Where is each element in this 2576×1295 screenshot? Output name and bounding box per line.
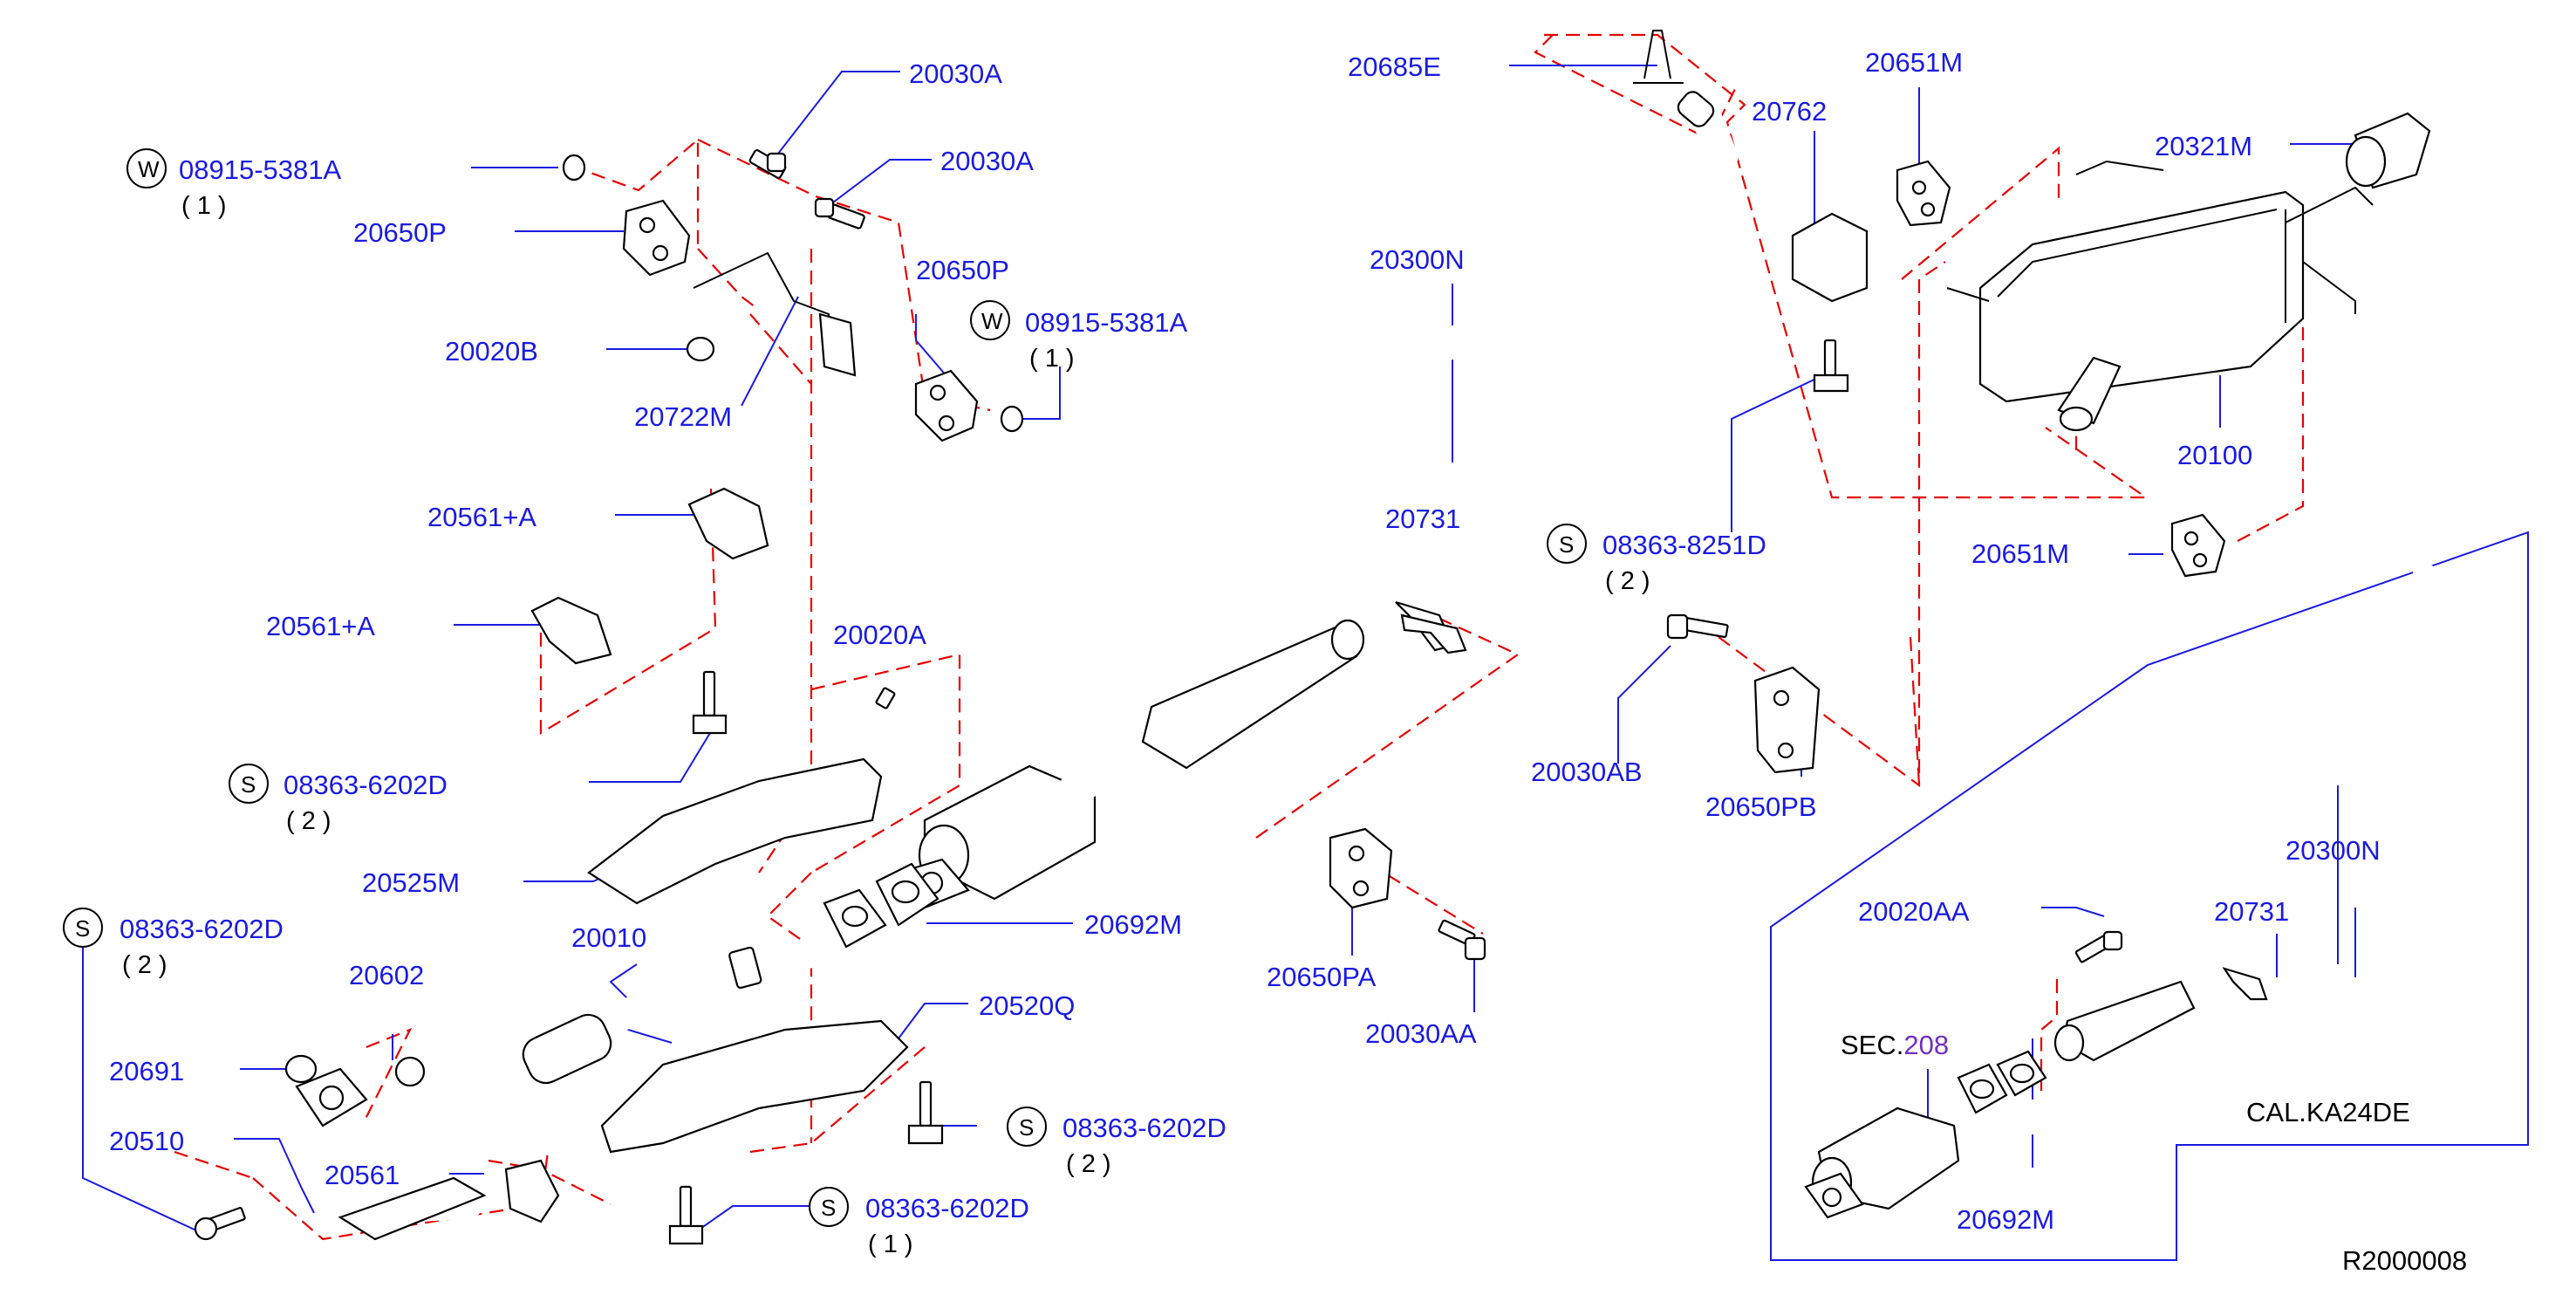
label-20010: 20010 (571, 922, 646, 953)
washer-symbol-letter: W (138, 156, 160, 182)
label-20030A-top: 20030A (909, 58, 1002, 89)
inset-caption: CAL.KA24DE (2246, 1097, 2410, 1127)
screw-symbol-icon (229, 764, 269, 804)
label-20650P-left: 20650P (353, 217, 447, 248)
label-20602: 20602 (349, 960, 424, 990)
gaskets-20692M (823, 862, 940, 949)
screw-symbol-letter: S (1559, 531, 1574, 558)
label-20685E: 20685E (1348, 51, 1441, 82)
label-20691: 20691 (109, 1056, 184, 1086)
qty-08363-6202D-d: ( 1 ) (868, 1230, 913, 1258)
hanger-20685E (1633, 30, 1684, 84)
screw-symbol-letter: S (75, 915, 90, 942)
label-20650P-right: 20650P (916, 255, 1009, 285)
qty-08363-8251D: ( 2 ) (1605, 567, 1650, 595)
tail-tip-20321M (2345, 112, 2431, 189)
inset-assembly (1804, 563, 2456, 1219)
label-08363-6202D-a: 08363-6202D (284, 770, 448, 800)
washer-symbol-letter: W (981, 308, 1003, 334)
lower-branch-20510 (326, 1125, 487, 1241)
washer-symbol-icon (126, 148, 167, 188)
front-tube-20010 (295, 923, 887, 1149)
label-08915-5381A-right: 08915-5381A (1025, 307, 1187, 338)
label-20762: 20762 (1752, 96, 1827, 127)
diagram-id: R2000008 (2342, 1245, 2467, 1276)
label-20100: 20100 (2177, 440, 2252, 470)
screw-symbol-icon (809, 1187, 849, 1227)
center-pipe-20300N (1057, 89, 1739, 805)
label-08363-6202D-d: 08363-6202D (865, 1193, 1029, 1223)
label-20692M-inset: 20692M (1957, 1204, 2054, 1235)
label-20020AA: 20020AA (1858, 896, 1970, 927)
label-08363-6202D-b: 08363-6202D (120, 914, 284, 944)
hardware (194, 149, 2226, 1245)
label-20030A-second: 20030A (940, 146, 1034, 176)
label-20692M-main: 20692M (1084, 909, 1182, 940)
screw-symbol-letter: S (821, 1195, 836, 1221)
label-20300N-main: 20300N (1370, 244, 1465, 275)
screw-symbol-icon (1007, 1107, 1047, 1147)
label-08363-6202D-c: 08363-6202D (1063, 1113, 1227, 1143)
label-20561A-lower: 20561+A (266, 611, 375, 641)
label-20561A-upper: 20561+A (427, 502, 536, 532)
heat-shield-20525M (587, 757, 883, 905)
label-20650PB: 20650PB (1705, 791, 1817, 822)
sec-reference: SEC.208 (1841, 1030, 1949, 1060)
label-08915-5381A-left: 08915-5381A (179, 154, 341, 185)
label-20651M-top: 20651M (1865, 47, 1963, 78)
label-20520Q: 20520Q (979, 990, 1075, 1021)
label-08363-8251D: 08363-8251D (1602, 530, 1766, 560)
phantom-lines (174, 33, 2305, 1241)
qty-08363-6202D-c: ( 2 ) (1066, 1150, 1111, 1178)
label-20650PA: 20650PA (1267, 962, 1377, 992)
leader-lines (82, 65, 2356, 1231)
label-20030AA: 20030AA (1365, 1018, 1477, 1049)
label-20731-inset: 20731 (2214, 896, 2289, 927)
qty-08363-6202D-a: ( 2 ) (286, 807, 331, 835)
qty-08915-5381A-right: ( 1 ) (1029, 345, 1075, 373)
qty-08363-6202D-b: ( 2 ) (122, 951, 167, 979)
screw-symbol-letter: S (241, 771, 256, 798)
label-20030AB: 20030AB (1531, 757, 1643, 787)
washer-symbol-icon (970, 300, 1010, 340)
label-20510: 20510 (109, 1126, 184, 1156)
label-20651M-bottom: 20651M (1971, 538, 2069, 569)
muffler-20100 (1946, 160, 2374, 432)
label-20020A: 20020A (833, 620, 926, 650)
label-20731-main: 20731 (1385, 504, 1460, 534)
label-20020B: 20020B (445, 336, 538, 367)
screw-symbol-icon (1547, 524, 1587, 564)
heat-shield-20520Q (600, 1019, 909, 1154)
label-20321M: 20321M (2155, 131, 2252, 161)
qty-08915-5381A-left: ( 1 ) (181, 192, 227, 220)
screw-symbol-letter: S (1019, 1114, 1034, 1141)
inset-frame (1770, 531, 2529, 1261)
screw-symbol-icon (63, 908, 103, 948)
label-20561: 20561 (325, 1160, 400, 1190)
label-20722M: 20722M (634, 401, 732, 432)
part-labels: 20030A 20030A W 08915-5381A ( 1 ) 20650P… (63, 47, 2467, 1276)
label-20300N-inset: 20300N (2286, 835, 2381, 866)
label-20525M: 20525M (362, 867, 460, 898)
